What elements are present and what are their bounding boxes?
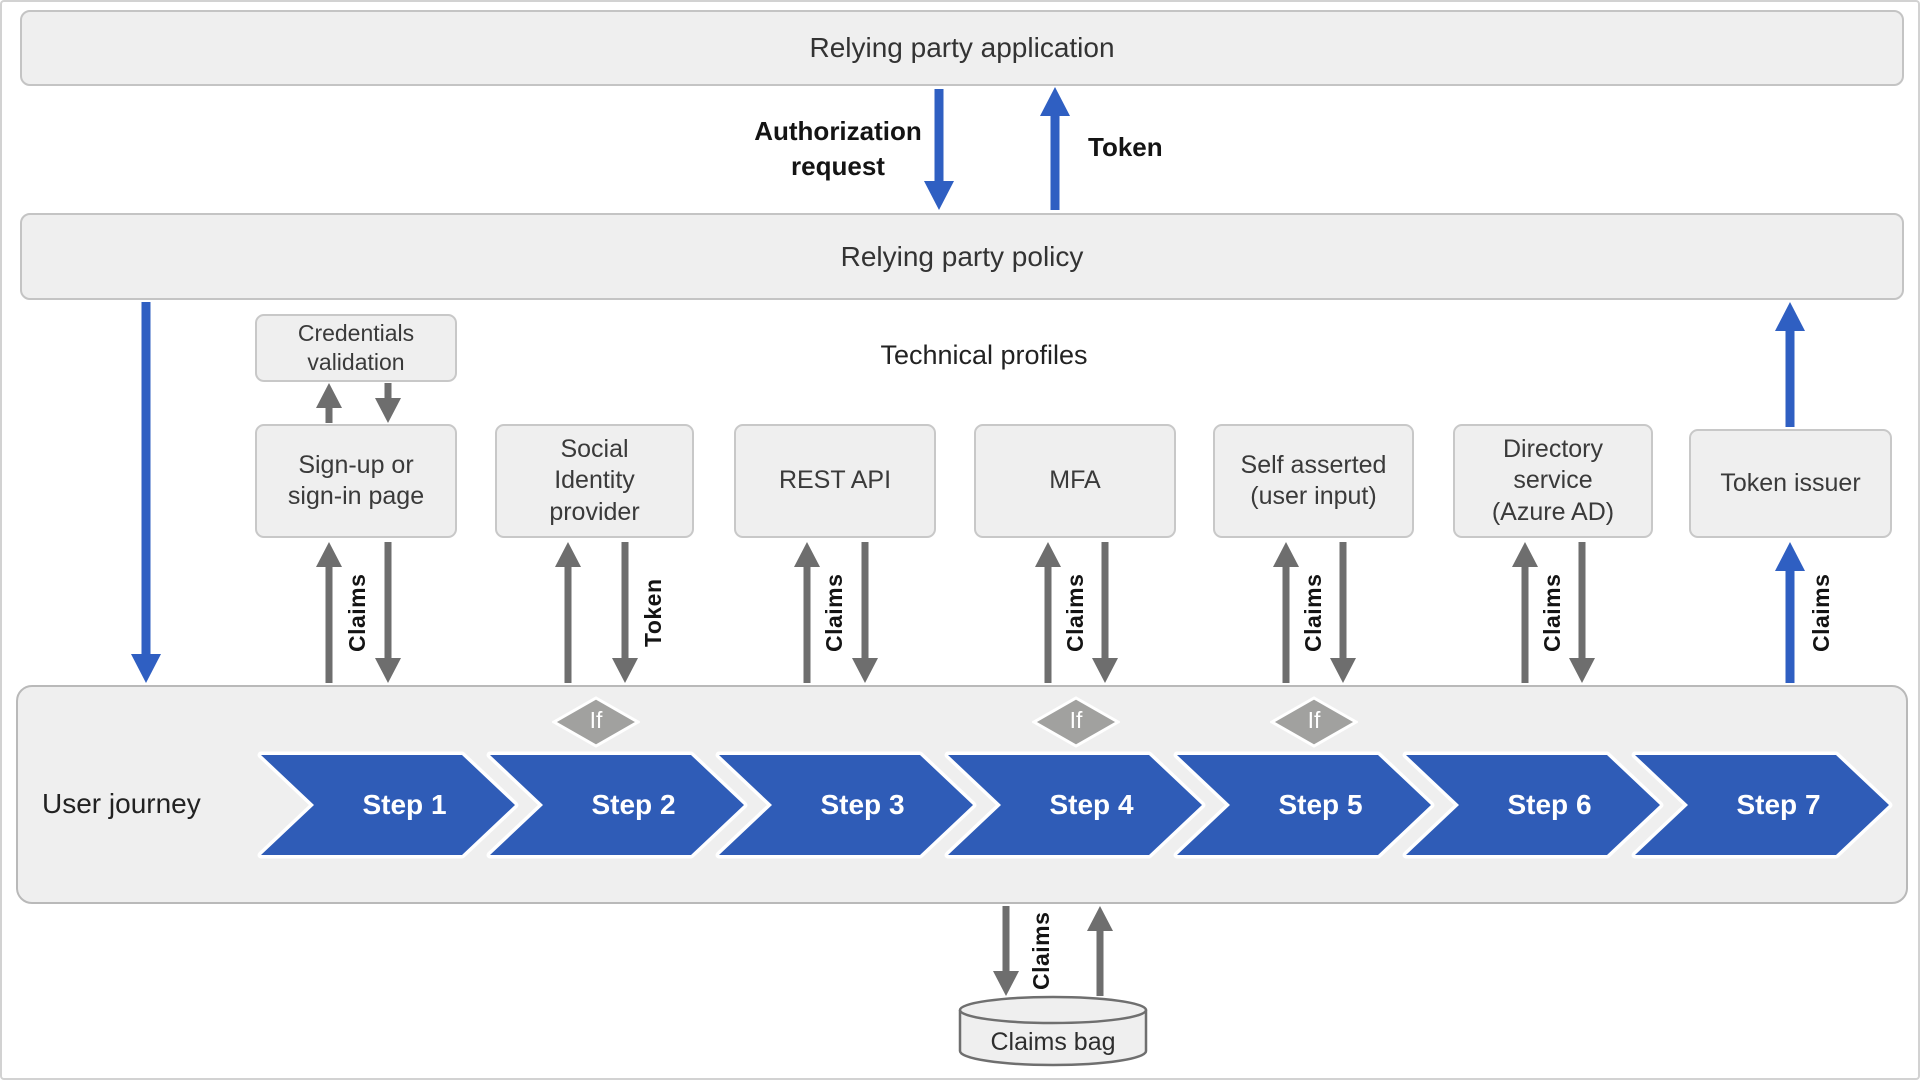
profile-box-social-idp: Social Identity provider: [495, 424, 694, 538]
step-7-label: Step 7: [1736, 789, 1821, 820]
technical-profiles-title: Technical profiles: [880, 340, 1088, 370]
journey-to-bag-claims-arrow: [991, 906, 1021, 996]
profile-box-mfa: MFA: [974, 424, 1176, 538]
rest-claims-up-arrow: [792, 542, 822, 683]
profile-box-signup: Sign-up or sign-in page: [255, 424, 457, 538]
profile-box-signup-label: Sign-up or sign-in page: [287, 450, 425, 510]
step-3-label: Step 3: [820, 789, 905, 820]
credentials-claims-down-arrow: [373, 383, 403, 423]
social-token-label: Token: [640, 578, 666, 648]
if-diamond-step5: If: [1268, 696, 1360, 748]
step-5-label: Step 5: [1278, 789, 1363, 820]
step-chevron-strip: [257, 750, 1917, 860]
diamond-icon: [1030, 696, 1122, 748]
policy-to-journey-arrow: [131, 302, 161, 683]
social-claims-up-arrow: [553, 542, 583, 683]
step-1-label: Step 1: [362, 789, 447, 820]
step-2-label: Step 2: [591, 789, 676, 820]
if-diamond-step4: If: [1030, 696, 1122, 748]
social-token-down-arrow: [610, 542, 640, 683]
self-asserted-claims-down-arrow: [1328, 542, 1358, 683]
step-4-label: Step 4: [1049, 789, 1134, 820]
chevron-step-3: [715, 751, 977, 859]
chevron-step-4: [944, 751, 1206, 859]
profile-box-self-asserted: Self asserted (user input): [1213, 424, 1414, 538]
credentials-validation-box: Credentials validation: [255, 314, 457, 382]
chevron-step-2: [486, 751, 748, 859]
signup-claims-down-arrow: [373, 542, 403, 683]
relying-party-policy-bar: Relying party policy: [20, 213, 1904, 300]
profile-box-mfa-label: MFA: [1049, 466, 1101, 495]
directory-claims-label: Claims: [1539, 573, 1565, 653]
step-6-label: Step 6: [1507, 789, 1592, 820]
profile-box-token-issuer: Token issuer: [1689, 429, 1892, 538]
profile-box-rest-api-label: REST API: [778, 466, 892, 495]
mfa-claims-up-arrow: [1033, 542, 1063, 683]
relying-party-application-label: Relying party application: [809, 32, 1115, 63]
directory-claims-down-arrow: [1567, 542, 1597, 683]
token-label: Token: [1088, 132, 1163, 162]
profile-box-rest-api: REST API: [734, 424, 936, 538]
chevron-step-1: [257, 751, 519, 859]
chevron-step-5: [1173, 751, 1435, 859]
authorization-request-label: Authorization request: [754, 116, 922, 182]
chevron-step-7: [1631, 751, 1893, 859]
self-asserted-claims-label: Claims: [1300, 573, 1326, 653]
credentials-claims-up-arrow: [314, 383, 344, 423]
relying-party-application-bar: Relying party application: [20, 10, 1904, 86]
credentials-validation-label: Credentials validation: [297, 320, 415, 375]
diamond-icon: [1268, 696, 1360, 748]
bag-claims-label: Claims: [1028, 911, 1054, 991]
directory-claims-up-arrow: [1510, 542, 1540, 683]
step-chevrons-svg: [257, 751, 1893, 859]
profile-box-token-issuer-label: Token issuer: [1720, 468, 1861, 497]
token-issuer-to-policy-arrow: [1775, 302, 1805, 427]
rest-claims-label: Claims: [821, 573, 847, 653]
claims-bag-label: Claims bag: [990, 1028, 1116, 1056]
if-diamond-step2: If: [550, 696, 642, 748]
claims-bag-cylinder: [957, 995, 1149, 1069]
database-cylinder-icon: [958, 995, 1148, 1067]
profile-box-self-asserted-label: Self asserted (user input): [1240, 450, 1387, 510]
rest-claims-down-arrow: [850, 542, 880, 683]
bag-to-journey-claims-arrow: [1085, 906, 1115, 996]
if-label: If: [1307, 707, 1321, 733]
if-label: If: [1069, 707, 1083, 733]
signup-claims-up-arrow: [314, 542, 344, 683]
journey-to-token-issuer-arrow: [1775, 542, 1805, 683]
signup-claims-label: Claims: [344, 573, 370, 653]
profile-box-directory-service: Directory service (Azure AD): [1453, 424, 1653, 538]
if-label: If: [589, 707, 603, 733]
user-journey-title: User journey: [42, 788, 201, 819]
mfa-claims-down-arrow: [1090, 542, 1120, 683]
relying-party-policy-label: Relying party policy: [840, 240, 1084, 272]
profile-box-social-idp-label: Social Identity provider: [549, 435, 640, 526]
authorization-request-arrow: [924, 89, 954, 210]
chevron-step-6: [1402, 751, 1664, 859]
profile-box-directory-service-label: Directory service (Azure AD): [1491, 435, 1615, 526]
token-issuer-claims-label: Claims: [1808, 573, 1834, 653]
self-asserted-claims-up-arrow: [1271, 542, 1301, 683]
mfa-claims-label: Claims: [1062, 573, 1088, 653]
token-return-arrow: [1040, 87, 1070, 210]
diamond-icon: [550, 696, 642, 748]
